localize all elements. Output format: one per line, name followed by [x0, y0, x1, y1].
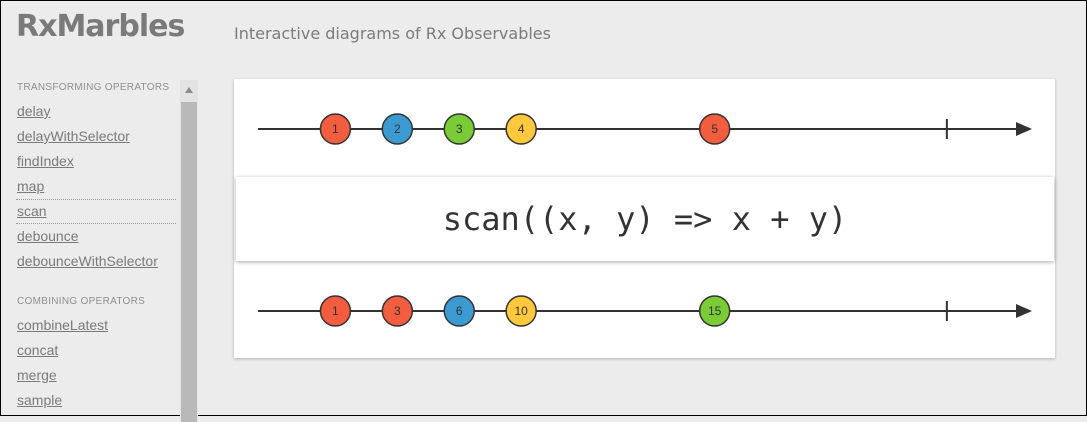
input-marble-label: 2 — [394, 122, 401, 136]
section-title-combining: COMBINING OPERATORS — [17, 296, 146, 307]
output-marble-label: 1 — [332, 304, 339, 318]
input-timeline: 1 2 3 4 5 — [258, 113, 1032, 145]
input-arrow-icon — [1016, 122, 1032, 136]
output-marble-circle[interactable] — [505, 295, 537, 327]
section-title-transforming: TRANSFORMING OPERATORS — [17, 82, 170, 93]
output-marble[interactable]: 10 — [505, 295, 537, 327]
output-marble[interactable]: 15 — [698, 295, 731, 327]
output-timeline: 1 3 6 10 15 — [258, 295, 1032, 327]
input-marble-circle[interactable] — [698, 113, 731, 145]
operator-link-debounce[interactable]: debounce — [17, 228, 79, 244]
input-marble[interactable]: 2 — [381, 113, 414, 145]
input-marble-label: 1 — [332, 122, 339, 136]
operator-link-debouncewithselector[interactable]: debounceWithSelector — [17, 253, 158, 269]
input-marble-circle[interactable] — [319, 113, 352, 145]
output-marble-label: 10 — [514, 304, 528, 318]
input-marble-circle[interactable] — [443, 113, 475, 145]
operator-link-delay[interactable]: delay — [17, 103, 51, 119]
input-marble-circle[interactable] — [381, 113, 414, 145]
operator-link-findindex[interactable]: findIndex — [17, 153, 74, 169]
operator-box: scan((x, y) => x + y) — [236, 177, 1054, 261]
output-marble-circle[interactable] — [381, 295, 414, 327]
sidebar-scrollbar[interactable] — [180, 80, 198, 422]
output-arrow-icon — [1016, 304, 1032, 318]
output-marble[interactable]: 3 — [381, 295, 414, 327]
input-marble[interactable]: 1 — [319, 113, 352, 145]
operator-link-sample[interactable]: sample — [17, 392, 63, 408]
output-marble[interactable]: 1 — [319, 295, 352, 327]
operator-link-startwith[interactable]: startWith — [16, 413, 176, 420]
output-marble-circle[interactable] — [443, 295, 475, 327]
app-logo[interactable]: RxMarbles — [16, 9, 185, 44]
operator-link-map[interactable]: map — [17, 178, 45, 194]
scrollbar-thumb[interactable] — [181, 102, 197, 422]
page-tagline: Interactive diagrams of Rx Observables — [234, 24, 551, 43]
operators-sidebar: TRANSFORMING OPERATORS delay delayWithSe… — [16, 80, 176, 420]
input-marble[interactable]: 3 — [443, 113, 475, 145]
input-marble[interactable]: 4 — [505, 113, 537, 145]
operator-link-merge[interactable]: merge — [17, 367, 57, 383]
output-marble-label: 3 — [394, 304, 401, 318]
operator-link-scan[interactable]: scan — [16, 199, 176, 224]
input-marble-circle[interactable] — [505, 113, 537, 145]
input-marble-label: 3 — [456, 122, 463, 136]
output-marble-circle[interactable] — [319, 295, 352, 327]
output-marble-circle[interactable] — [698, 295, 731, 327]
output-marble[interactable]: 6 — [443, 295, 475, 327]
input-marble[interactable]: 5 — [698, 113, 731, 145]
operator-link-delaywithselector[interactable]: delayWithSelector — [17, 128, 130, 144]
input-marble-label: 4 — [518, 122, 525, 136]
output-marble-label: 15 — [708, 304, 722, 318]
operator-link-concat[interactable]: concat — [17, 342, 59, 358]
operator-link-combinelatest[interactable]: combineLatest — [17, 317, 109, 333]
output-marble-label: 6 — [456, 304, 463, 318]
scroll-up-arrow-icon[interactable] — [180, 80, 198, 100]
input-marble-label: 5 — [711, 122, 718, 136]
